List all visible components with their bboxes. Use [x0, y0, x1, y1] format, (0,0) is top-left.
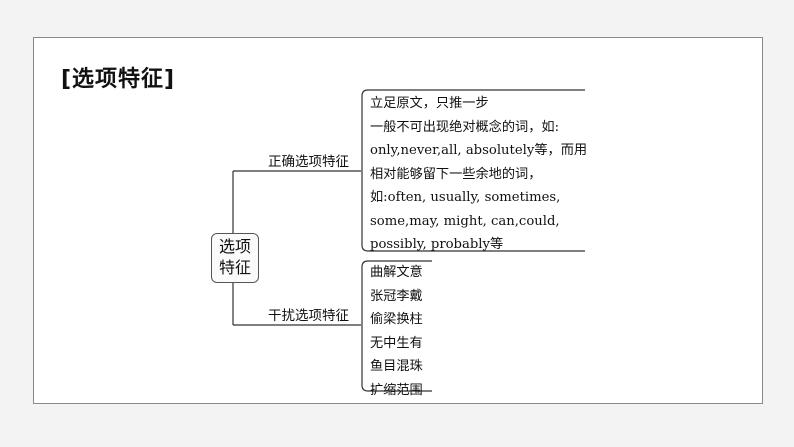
distractor-features-list: 曲解文意 张冠李戴 偷梁换柱 无中生有 鱼目混珠 扩缩范围: [370, 261, 423, 402]
list-item: 无中生有: [370, 335, 423, 351]
list-item: some,may, might, can,could,: [370, 213, 560, 229]
branch-label-correct: 正确选项特征: [268, 154, 349, 170]
root-label-line2: 特征: [218, 258, 251, 277]
bracket-correct: [361, 89, 585, 252]
list-item: 偷梁换柱: [370, 312, 423, 327]
list-item: 立足原文，只推一步: [370, 96, 489, 111]
root-node: 选项 特征: [211, 233, 259, 283]
list-item: 一般不可出现绝对概念的词，如:: [370, 119, 560, 135]
bracket-distractor: [361, 260, 432, 392]
list-item: 扩缩范围: [370, 382, 423, 398]
list-item: 如:often, usually, sometimes,: [370, 190, 561, 205]
list-item: only,never,all, absolutely等，而用: [370, 143, 588, 158]
list-item: 张冠李戴: [370, 288, 423, 304]
root-label-line1: 选项: [218, 237, 251, 256]
correct-features-list: 立足原文，只推一步 一般不可出现绝对概念的词，如: only,never,all…: [370, 92, 587, 257]
branch-label-distractor: 干扰选项特征: [268, 308, 349, 324]
list-item: 曲解文意: [370, 265, 423, 280]
list-item: possibly, probably等: [370, 237, 504, 252]
slide-card: [33, 37, 763, 404]
list-item: 相对能够留下一些余地的词，: [370, 166, 542, 182]
list-item: 鱼目混珠: [370, 359, 423, 374]
section-title: [选项特征]: [61, 67, 176, 92]
